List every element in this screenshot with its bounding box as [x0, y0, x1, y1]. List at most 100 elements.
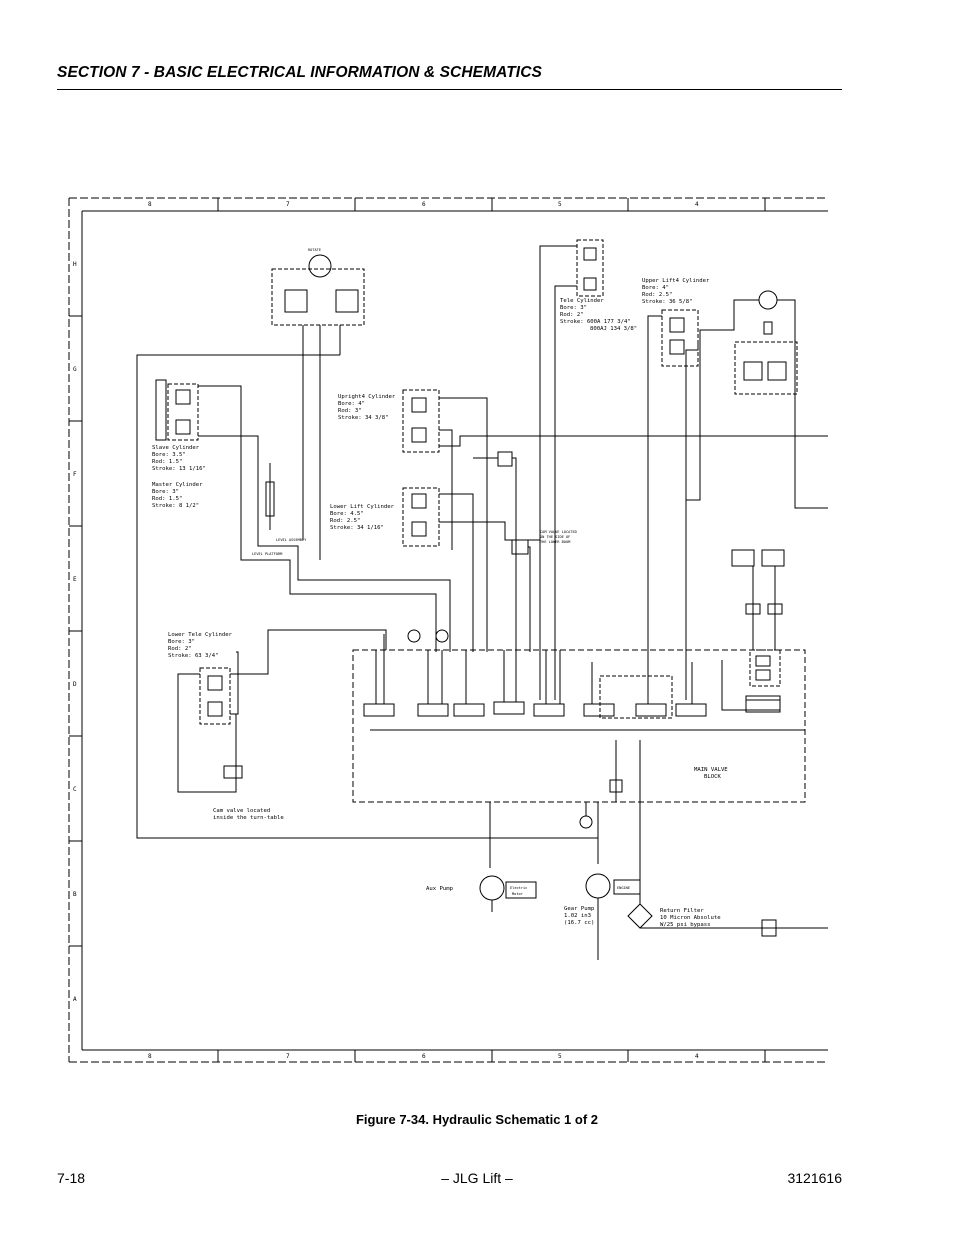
header-divider — [57, 89, 842, 90]
pressure-gauge-lower — [579, 815, 593, 829]
main-valve-block-frame — [352, 649, 806, 803]
rotate-valve-assembly — [271, 254, 365, 560]
col-label-bottom: 7 — [286, 1053, 290, 1060]
cam-valve-turntable-label: Cam valve located inside the turn-table — [213, 808, 284, 821]
drawing-frame — [68, 197, 828, 1063]
svg-text:Cam valve located: Cam valve located — [213, 808, 270, 814]
page-number: 7-18 — [57, 1170, 86, 1186]
svg-text:Rod: 2": Rod: 2" — [168, 646, 192, 652]
svg-text:Rod: 1.5": Rod: 1.5" — [152, 459, 182, 465]
svg-text:Slave Cylinder: Slave Cylinder — [152, 445, 200, 451]
svg-text:Bore: 4": Bore: 4" — [642, 285, 669, 291]
svg-text:Stroke: 63 3/4": Stroke: 63 3/4" — [168, 653, 219, 659]
col-label-top: 6 — [422, 201, 426, 208]
svg-text:MAIN VALVE: MAIN VALVE — [694, 767, 728, 773]
svg-text:Stroke: 600A 177 3/4": Stroke: 600A 177 3/4" — [560, 319, 631, 325]
svg-text:Lower Lift Cylinder: Lower Lift Cylinder — [330, 504, 395, 510]
col-label-bottom: 5 — [558, 1053, 562, 1060]
cam-valve-side-label: CAM VALVE LOCATED ON THE SIDE OF THE LOW… — [540, 530, 577, 544]
grid-ticks — [69, 198, 766, 1062]
col-label-top: 8 — [148, 201, 152, 208]
svg-text:1.02 in3: 1.02 in3 — [564, 913, 591, 919]
svg-text:Motor: Motor — [512, 892, 524, 896]
tele-cylinder — [539, 239, 604, 700]
return-line-left — [136, 354, 598, 839]
row-label: G — [73, 366, 77, 373]
svg-text:Rod: 2": Rod: 2" — [560, 312, 584, 318]
svg-text:BLOCK: BLOCK — [704, 774, 721, 780]
figure-caption: Figure 7-34. Hydraulic Schematic 1 of 2 — [355, 1112, 599, 1127]
lower-tele-cylinder — [177, 629, 387, 793]
engine-label: ENGINE — [617, 886, 630, 890]
col-label-bottom: 4 — [695, 1053, 699, 1060]
svg-text:800AJ 134 3/8": 800AJ 134 3/8" — [590, 326, 637, 332]
upper-lift4-cylinder — [647, 309, 699, 700]
svg-text:Bore: 3": Bore: 3" — [560, 305, 587, 311]
doc-number: 3121616 — [787, 1170, 842, 1186]
svg-text:Bore: 3": Bore: 3" — [152, 489, 179, 495]
slave-cylinder-label: Slave Cylinder Bore: 3.5" Rod: 1.5" Stro… — [152, 445, 206, 472]
svg-text:Upright4 Cylinder: Upright4 Cylinder — [338, 394, 396, 400]
svg-text:ON THE SIDE OF: ON THE SIDE OF — [540, 535, 570, 539]
svg-text:Tele Cylinder: Tele Cylinder — [560, 298, 604, 304]
rotate-label: ROTATE — [308, 248, 321, 252]
tele-cylinder-label: Tele Cylinder Bore: 3" Rod: 2" Stroke: 6… — [560, 298, 637, 332]
level-assembly-label: LEVEL ASSEMBLY — [276, 538, 307, 542]
svg-text:CAM VALVE LOCATED: CAM VALVE LOCATED — [540, 530, 577, 534]
svg-text:Bore: 3": Bore: 3" — [168, 639, 195, 645]
svg-text:W/25 psi bypass: W/25 psi bypass — [660, 922, 711, 928]
gear-pump-label: Gear Pump 1.02 in3 (16.7 cc) — [564, 906, 595, 926]
svg-text:Stroke: 34 3/8": Stroke: 34 3/8" — [338, 415, 389, 421]
svg-text:10 Micron Absolute: 10 Micron Absolute — [660, 915, 721, 921]
svg-text:Rod: 1.5": Rod: 1.5" — [152, 496, 182, 502]
row-label: B — [73, 891, 77, 898]
row-label: F — [73, 471, 77, 478]
svg-text:Rod: 2.5": Rod: 2.5" — [642, 292, 672, 298]
row-label: E — [73, 576, 77, 583]
svg-text:Bore: 4": Bore: 4" — [338, 401, 365, 407]
svg-text:Master Cylinder: Master Cylinder — [152, 482, 203, 488]
svg-text:Rod: 3": Rod: 3" — [338, 408, 362, 414]
svg-text:Bore: 3.5": Bore: 3.5" — [152, 452, 186, 458]
svg-text:(16.7 cc): (16.7 cc) — [564, 920, 594, 926]
col-label-top: 5 — [558, 201, 562, 208]
svg-text:Lower Tele Cylinder: Lower Tele Cylinder — [168, 632, 233, 638]
svg-text:Rod: 2.5": Rod: 2.5" — [330, 518, 360, 524]
hydraulic-schematic: 8 7 6 5 4 8 7 6 5 4 H G F E D C B A Slav… — [68, 197, 828, 1063]
svg-text:Electric: Electric — [510, 886, 527, 890]
platform-rotator — [686, 290, 828, 509]
upper-lift4-cylinder-label: Upper Lift4 Cylinder Bore: 4" Rod: 2.5" … — [642, 278, 710, 305]
svg-text:Stroke: 36 5/8": Stroke: 36 5/8" — [642, 299, 693, 305]
lower-tele-cylinder-label: Lower Tele Cylinder Bore: 3" Rod: 2" Str… — [168, 632, 233, 659]
section-title: SECTION 7 - BASIC ELECTRICAL INFORMATION… — [57, 64, 542, 81]
pressure-gauge-right — [435, 629, 449, 643]
svg-text:inside the turn-table: inside the turn-table — [213, 815, 284, 821]
pump-circuit — [479, 740, 828, 960]
col-label-bottom: 8 — [148, 1053, 152, 1060]
master-cylinder — [265, 463, 275, 530]
row-label: D — [73, 681, 77, 688]
lower-lift-cylinder-label: Lower Lift Cylinder Bore: 4.5" Rod: 2.5"… — [330, 504, 395, 531]
row-label: A — [73, 996, 77, 1003]
return-filter-label: Return Filter 10 Micron Absolute W/25 ps… — [660, 908, 721, 928]
lower-lift-cylinder — [402, 451, 540, 652]
aux-pump-label: Aux Pump — [426, 886, 454, 892]
svg-text:Stroke: 8 1/2": Stroke: 8 1/2" — [152, 503, 199, 509]
level-platform-label: LEVEL PLATFORM — [252, 552, 283, 556]
col-label-bottom: 6 — [422, 1053, 426, 1060]
cam-valve-upper — [511, 539, 531, 652]
svg-text:Gear Pump: Gear Pump — [564, 906, 595, 912]
svg-text:Bore: 4.5": Bore: 4.5" — [330, 511, 364, 517]
svg-text:Stroke: 34 1/16": Stroke: 34 1/16" — [330, 525, 384, 531]
row-label: H — [73, 261, 77, 268]
footer-brand: – JLG Lift – — [441, 1170, 513, 1186]
main-valve-block-label: MAIN VALVE BLOCK — [694, 767, 728, 780]
svg-text:Stroke: 13 1/16": Stroke: 13 1/16" — [152, 466, 206, 472]
svg-text:Return Filter: Return Filter — [660, 908, 704, 914]
master-cylinder-label: Master Cylinder Bore: 3" Rod: 1.5" Strok… — [152, 482, 203, 509]
valve-sections — [363, 634, 805, 731]
row-label: C — [73, 786, 77, 793]
reservoir-right — [731, 549, 785, 711]
svg-text:THE LOWER BOOM: THE LOWER BOOM — [540, 540, 571, 544]
upright4-cylinder-label: Upright4 Cylinder Bore: 4" Rod: 3" Strok… — [338, 394, 396, 421]
